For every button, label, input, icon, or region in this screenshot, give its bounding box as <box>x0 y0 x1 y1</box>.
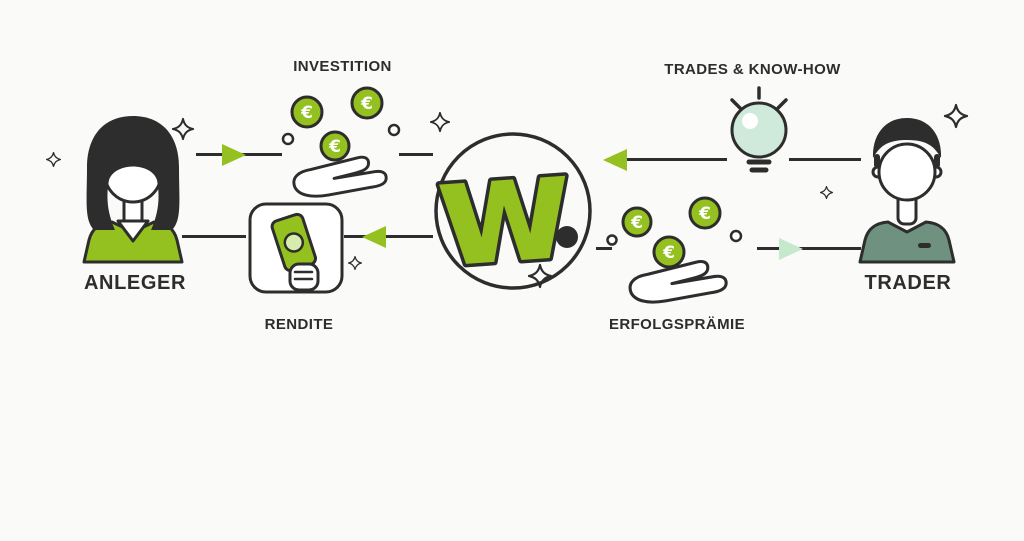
investor-avatar <box>82 116 184 264</box>
euro-coin-icon: € <box>652 235 686 269</box>
euro-coin-icon: € <box>688 196 722 230</box>
flow-line-investition-right <box>399 153 433 156</box>
euro-coin-icon: € <box>319 130 351 162</box>
euro-coin-icon: € <box>350 86 384 120</box>
euro-coins-hand-icon: € € € <box>281 86 401 198</box>
logo-circle <box>434 132 592 290</box>
trades-knowhow-label: TRADES & KNOW-HOW <box>664 61 841 78</box>
arrow-left-icon <box>362 226 386 248</box>
svg-text:€: € <box>630 213 643 233</box>
sparkle-icon <box>819 185 834 200</box>
holding-hand-icon <box>288 262 320 292</box>
svg-text:€: € <box>698 204 711 224</box>
sparkle-icon <box>429 111 451 133</box>
svg-text:€: € <box>662 243 675 263</box>
euro-coin-icon: € <box>290 95 324 129</box>
sparkle-icon <box>171 117 195 141</box>
svg-text:€: € <box>328 137 341 157</box>
flow-line-rendite-left <box>182 235 246 238</box>
banknote-in-hand-icon <box>248 202 344 294</box>
flow-line-trades-left <box>627 158 727 161</box>
center-logo: w <box>427 116 592 304</box>
trader-pocket-detail <box>918 243 931 248</box>
arrow-left-icon <box>603 149 627 171</box>
coin-sparkle-dot <box>729 229 743 243</box>
euro-coin-icon: € <box>621 206 653 238</box>
svg-text:€: € <box>360 94 373 114</box>
erfolgspraemie-label: ERFOLGSPRÄMIE <box>608 316 746 333</box>
coin-sparkle-dot <box>281 132 295 146</box>
flow-line-praemie-right <box>757 247 861 250</box>
coin-sparkle-dot <box>387 123 401 137</box>
investition-label: INVESTITION <box>293 58 392 75</box>
sparkle-icon <box>45 151 62 168</box>
rendite-label: RENDITE <box>264 316 334 333</box>
logo-letter: w <box>430 119 578 300</box>
coin-sparkle-dot <box>606 234 618 246</box>
flow-line-praemie-left <box>596 247 612 250</box>
svg-text:€: € <box>300 103 313 123</box>
arrow-right-mint-icon <box>779 238 803 260</box>
sparkle-icon <box>527 263 553 289</box>
flow-line-rendite-right <box>344 235 433 238</box>
euro-coins-hand-icon: € € € <box>606 196 743 304</box>
sparkle-icon <box>943 103 969 129</box>
trader-avatar <box>858 118 956 264</box>
open-hand-icon <box>292 155 388 198</box>
flow-line-trades-right <box>789 158 861 161</box>
logo-dot <box>556 226 578 248</box>
open-hand-icon <box>628 260 728 304</box>
trader-label: TRADER <box>864 272 952 294</box>
sparkle-icon <box>347 255 363 271</box>
arrow-right-icon <box>222 144 246 166</box>
investor-label: ANLEGER <box>84 272 186 294</box>
lightbulb-icon <box>730 86 788 173</box>
